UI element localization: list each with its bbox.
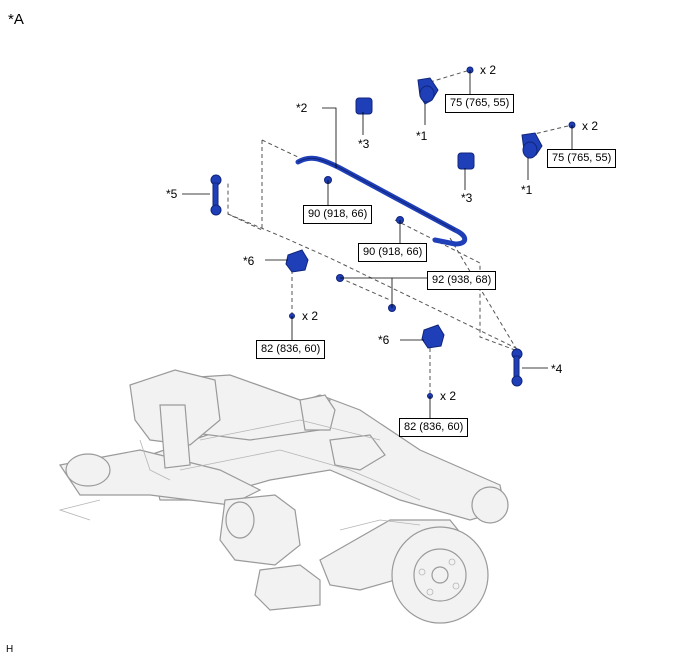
torque-box-5: 92 (938, 68) — [427, 271, 497, 290]
footer-code: H — [6, 644, 14, 655]
callout-6b: *6 — [378, 333, 390, 347]
stabilizer-link-upper-right-2 — [521, 121, 576, 159]
multiplier-3: x 2 — [302, 309, 319, 323]
bracket-left — [285, 249, 309, 273]
multiplier-4: x 2 — [440, 389, 457, 403]
multiplier-1: x 2 — [480, 63, 497, 77]
callout-4: *4 — [551, 362, 563, 376]
multiplier-2: x 2 — [582, 119, 599, 133]
assembly-dashed-lines — [227, 69, 573, 395]
callout-3a: *3 — [358, 137, 370, 151]
leader-lines — [182, 70, 573, 418]
bracket-right — [421, 324, 445, 349]
stabilizer-bar — [295, 155, 468, 247]
torque-box-6: 82 (836, 60) — [256, 340, 326, 359]
callout-2: *2 — [296, 101, 308, 115]
callout-5: *5 — [166, 187, 178, 201]
rear-subframe-illustration — [58, 369, 509, 624]
torque-box-3: 90 (918, 66) — [303, 205, 373, 224]
callout-6a: *6 — [243, 254, 255, 268]
subframe-detail-lines — [58, 419, 460, 596]
torque-box-1: 75 (765, 55) — [445, 94, 515, 113]
callout-3b: *3 — [461, 191, 473, 205]
stabilizer-link-right — [511, 348, 523, 387]
figure-id: *A — [8, 11, 24, 28]
torque-box-2: 75 (765, 55) — [547, 149, 617, 168]
torque-box-7: 82 (836, 60) — [399, 418, 469, 437]
torque-box-4: 90 (918, 66) — [358, 243, 428, 262]
callout-1b: *1 — [521, 183, 533, 197]
callout-1a: *1 — [416, 129, 428, 143]
bushing-1 — [355, 97, 373, 115]
bushing-2 — [457, 152, 475, 170]
stabilizer-link-left — [210, 174, 222, 216]
